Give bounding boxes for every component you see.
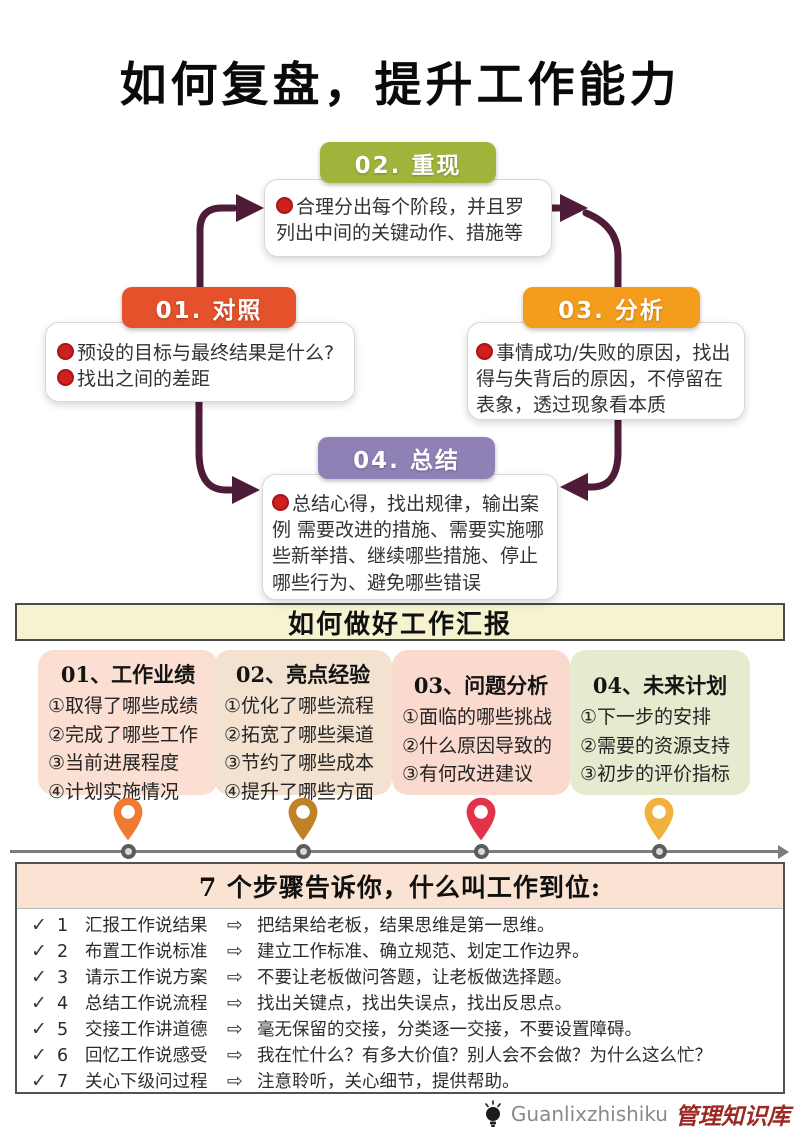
column-title: 04、未来计划	[592, 673, 728, 698]
step-row: ✓ 2 布置工作说标准 ⇨ 建立工作标准、确立规范、划定工作边界。	[31, 939, 590, 962]
arrow-right-icon: ⇨	[227, 991, 243, 1014]
step-row: ✓ 5 交接工作讲道德 ⇨ 毫无保留的交接，分类逐一交接，不要设置障碍。	[31, 1017, 642, 1040]
arrow-right-icon: ⇨	[227, 965, 243, 988]
report-column-2: 02、亮点经验 ①优化了哪些流程 ②拓宽了哪些渠道 ③节约了哪些成本 ④提升了哪…	[214, 650, 392, 803]
step-badge-03: 03. 分析	[523, 287, 700, 328]
report-column-3: 03、问题分析 ①面临的哪些挑战 ②什么原因导致的 ③有何改进建议	[392, 650, 570, 795]
column-item: ①取得了哪些成绩	[48, 695, 199, 717]
arrowhead-into-04-right	[560, 473, 588, 501]
check-icon: ✓	[31, 939, 47, 962]
map-pin-icon	[466, 797, 496, 841]
arrowhead-02-corner	[560, 194, 588, 222]
timeline	[10, 850, 780, 853]
report-column-4: 04、未来计划 ①下一步的安排 ②需要的资源支持 ③初步的评价指标	[570, 650, 750, 795]
column-item: ③节约了哪些成本	[224, 752, 375, 774]
step-row: ✓ 6 回忆工作说感受 ⇨ 我在忙什么？有多大价值？别人会不会做？为什么这么忙？	[31, 1043, 712, 1066]
arrowhead-into-02	[236, 194, 264, 222]
check-icon: ✓	[31, 991, 47, 1014]
arrow-right-icon: ⇨	[227, 1043, 243, 1066]
step-03-item: 事情成功/失败的原因，找出得与失背后的原因，不停留在表象，透过现象看本质	[476, 342, 731, 417]
column-item: ①下一步的安排	[580, 706, 712, 728]
page-title: 如何复盘，提升工作能力	[119, 58, 681, 113]
column-title: 02、亮点经验	[235, 662, 371, 687]
step-badge-04: 04. 总结	[318, 437, 495, 479]
step-panel-04: 总结心得，找出规律，输出案例 需要改进的措施、需要实施哪些新举措、继续哪些措施、…	[262, 474, 558, 600]
bullet-icon	[57, 369, 74, 387]
arrow-02-to-03-curve	[582, 209, 622, 291]
column-item: ④计划实施情况	[48, 780, 180, 803]
check-icon: ✓	[31, 1069, 47, 1092]
arrowhead-into-04-left	[232, 476, 260, 504]
column-item: ③当前进展程度	[48, 752, 180, 774]
map-pin-icon	[644, 797, 674, 841]
bulb-icon	[485, 1100, 501, 1127]
bullet-icon	[57, 343, 74, 360]
column-title: 03、问题分析	[413, 673, 549, 698]
step-04-item: 总结心得，找出规律，输出案例 需要改进的措施、需要实施哪些新举措、继续哪些措施、…	[272, 493, 545, 594]
timeline-node	[652, 844, 667, 859]
step-01-item: 预设的目标与最终结果是什么?	[57, 340, 343, 366]
brand-footer: Guanlixzhishiku 管理知识库	[482, 1097, 790, 1131]
steps-title: 7 个步骤告诉你，什么叫工作到位:	[17, 864, 783, 909]
column-item: ②完成了哪些工作	[48, 723, 199, 746]
step-badge-01: 01. 对照	[122, 287, 296, 328]
report-column-1: 01、工作业绩 ①取得了哪些成绩 ②完成了哪些工作 ③当前进展程度 ④计划实施情…	[38, 650, 218, 803]
bullet-icon	[476, 343, 493, 360]
steps-rows: ✓ 1 汇报工作说结果 ⇨ 把结果给老板，结果思维是第一思维。 ✓ 2 布置工作…	[17, 909, 783, 1095]
arrow-01-to-02	[196, 204, 238, 292]
column-item: ③初步的评价指标	[580, 763, 731, 785]
arrow-right-icon: ⇨	[227, 1069, 243, 1092]
step-row: ✓ 3 请示工作说方案 ⇨ 不要让老板做问答题，让老板做选择题。	[31, 965, 572, 988]
column-title: 01、工作业绩	[60, 662, 196, 687]
brand-name-chinese: 管理知识库	[675, 1103, 790, 1130]
check-icon: ✓	[31, 1043, 47, 1066]
step-row: ✓ 4 总结工作说流程 ⇨ 找出关键点，找出失误点，找出反思点。	[31, 991, 572, 1014]
step-01-item: 找出之间的差距	[57, 366, 343, 392]
step-panel-03: 事情成功/失败的原因，找出得与失背后的原因，不停留在表象，透过现象看本质	[467, 322, 745, 420]
arrow-right-icon: ⇨	[227, 913, 243, 936]
column-item: ①优化了哪些流程	[224, 695, 375, 717]
arrow-03-to-04	[584, 416, 622, 491]
column-item: ④提升了哪些方面	[224, 780, 375, 803]
map-pin-icon	[288, 797, 318, 841]
step-panel-01: 预设的目标与最终结果是什么? 找出之间的差距	[45, 322, 355, 402]
column-item: ②拓宽了哪些渠道	[224, 723, 375, 746]
step-02-item: 合理分出每个阶段，并且罗列出中间的关键动作、措施等	[276, 196, 525, 245]
steps-box: 7 个步骤告诉你，什么叫工作到位: ✓ 1 汇报工作说结果 ⇨ 把结果给老板，结…	[15, 862, 785, 1094]
step-badge-02: 02. 重现	[320, 142, 496, 183]
timeline-arrow-icon	[778, 844, 796, 859]
check-icon: ✓	[31, 913, 47, 936]
timeline-node	[296, 844, 311, 859]
check-icon: ✓	[31, 1017, 47, 1040]
step-panel-02: 合理分出每个阶段，并且罗列出中间的关键动作、措施等	[264, 179, 552, 257]
column-item: ②什么原因导致的	[402, 734, 553, 757]
column-item: ②需要的资源支持	[580, 734, 731, 757]
brand-name-latin: Guanlixzhishiku	[510, 1102, 668, 1126]
arrow-right-icon: ⇨	[227, 1017, 243, 1040]
column-item: ①面临的哪些挑战	[402, 706, 553, 728]
bullet-icon	[276, 197, 293, 214]
timeline-node	[121, 844, 136, 859]
bullet-icon	[272, 494, 289, 511]
check-icon: ✓	[31, 965, 47, 988]
arrow-01-to-04	[195, 396, 235, 494]
column-item: ③有何改进建议	[402, 763, 534, 785]
step-row: ✓ 7 关心下级问过程 ⇨ 注意聆听，关心细节，提供帮助。	[31, 1069, 520, 1092]
map-pin-icon	[113, 797, 143, 841]
step-row: ✓ 1 汇报工作说结果 ⇨ 把结果给老板，结果思维是第一思维。	[31, 913, 555, 936]
arrow-right-icon: ⇨	[227, 939, 243, 962]
timeline-node	[474, 844, 489, 859]
report-section-title: 如何做好工作汇报	[15, 603, 785, 641]
